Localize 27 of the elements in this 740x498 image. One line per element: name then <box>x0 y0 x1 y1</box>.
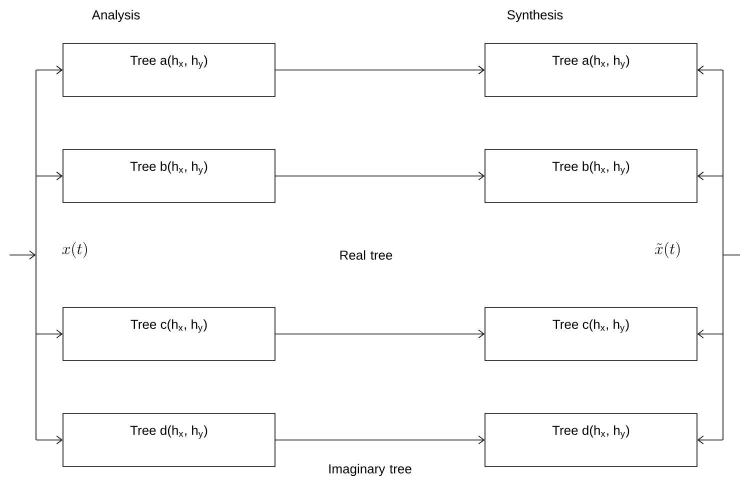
tree-box: Tree d(h$_{x}$, h$_{y}$) <box>62 413 276 467</box>
arrow <box>36 66 63 74</box>
tree-box: Tree c(h$_{x}$, h$_{y}$) <box>484 307 698 361</box>
tree-box: Tree a(h$_{x}$, h$_{y}$) <box>484 43 698 97</box>
signal-label: $x(t)$ <box>62 242 87 258</box>
arrow <box>697 66 723 74</box>
tree-box: Tree c(h$_{x}$, h$_{y}$) <box>62 307 276 361</box>
arrow <box>36 330 63 338</box>
signal-label: $\tilde{x}(t)$ <box>654 242 680 258</box>
tree-box: Tree b(h$_{x}$, h$_{y}$) <box>484 149 698 203</box>
arrow <box>275 330 485 338</box>
arrow <box>275 66 485 74</box>
arrow <box>275 172 485 180</box>
arrow <box>275 436 485 444</box>
tree-box: Tree d(h$_{x}$, h$_{y}$) <box>484 413 698 467</box>
caption-text: Synthesis <box>507 10 563 22</box>
caption-text: Real tree <box>340 250 392 260</box>
arrow <box>9 250 36 260</box>
arrow <box>697 172 723 180</box>
tree-box: Tree b(h$_{x}$, h$_{y}$) <box>62 149 276 203</box>
arrow <box>697 330 723 338</box>
caption-text: Analysis <box>92 10 140 22</box>
arrow <box>36 172 63 180</box>
arrow <box>697 436 723 444</box>
arrow <box>36 436 63 444</box>
tree-box: Tree a(h$_{x}$, h$_{y}$) <box>62 43 276 97</box>
caption-text: Imaginary tree <box>329 464 412 476</box>
